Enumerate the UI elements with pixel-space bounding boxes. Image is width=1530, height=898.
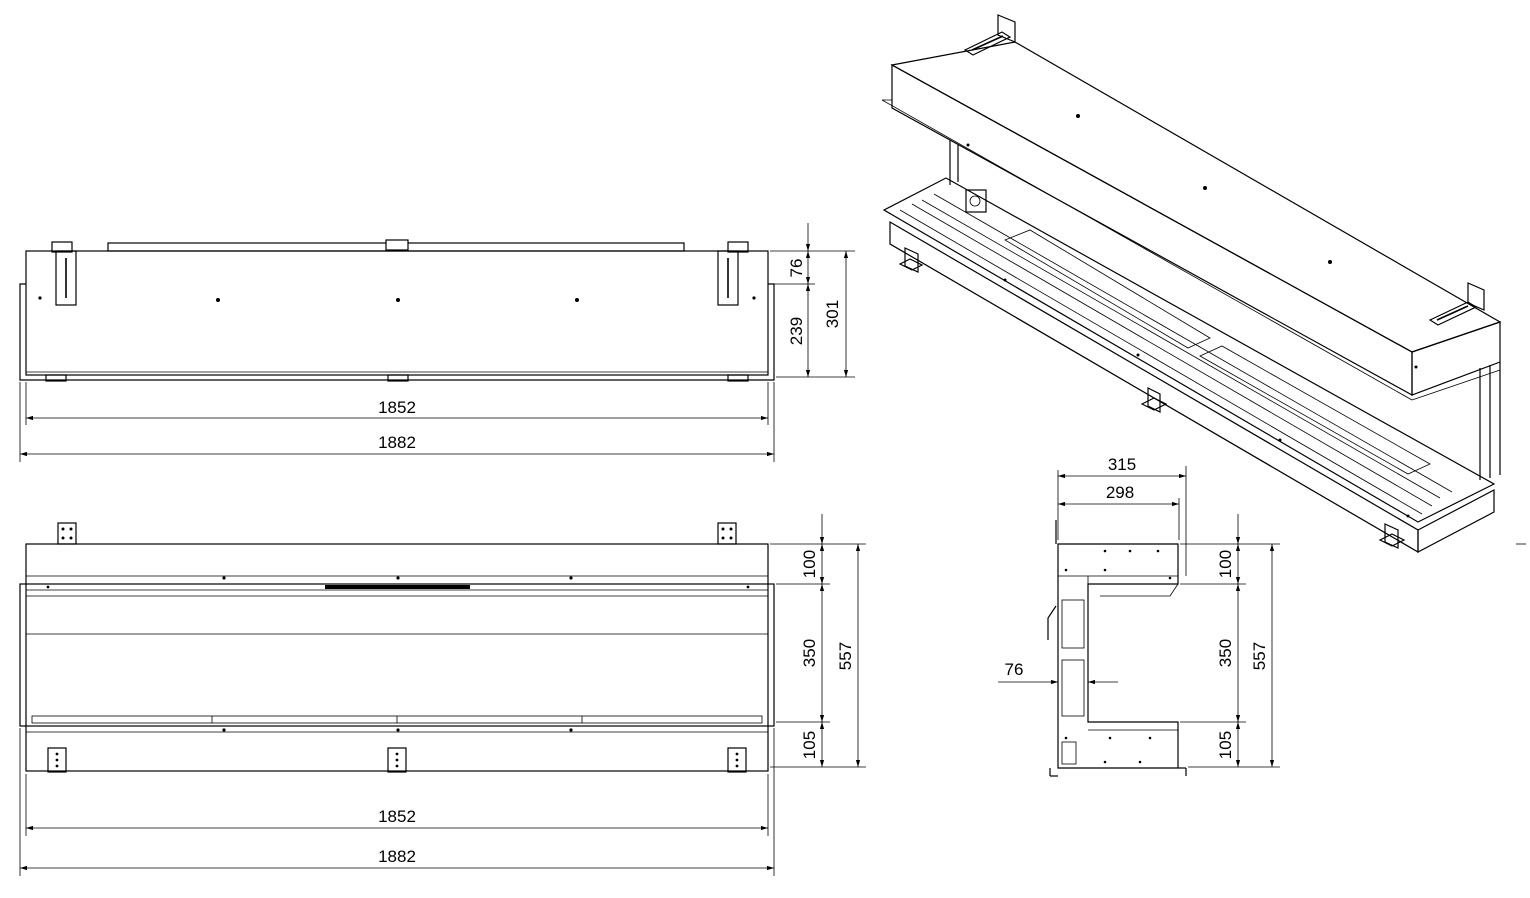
isometric-view: [881, 14, 1526, 554]
side-depth-298-label: 298: [1106, 483, 1134, 502]
top-view: 1852 1882 76 239 301: [19, 223, 855, 462]
top-width-inner-label: 1852: [378, 398, 416, 417]
top-depth-301-label: 301: [823, 300, 842, 328]
front-bottom-105-label: 105: [800, 731, 819, 759]
front-view: 1852 1882 100 350 105 557: [19, 514, 866, 876]
side-top-100-label: 100: [1216, 550, 1235, 578]
top-depth-239-label: 239: [787, 317, 806, 345]
side-height-557-label: 557: [1250, 642, 1269, 670]
front-height-557-label: 557: [836, 642, 855, 670]
top-depth-76-label: 76: [787, 259, 806, 278]
side-offset-76-label: 76: [1005, 660, 1024, 679]
front-width-inner-label: 1852: [378, 807, 416, 826]
front-width-outer-label: 1882: [378, 847, 416, 866]
front-opening-350-label: 350: [800, 639, 819, 667]
side-opening-350-label: 350: [1216, 639, 1235, 667]
front-top-100-label: 100: [800, 550, 819, 578]
top-width-outer-label: 1882: [378, 433, 416, 452]
side-view: 315 298 76 100 350 105 557: [998, 455, 1280, 777]
side-bottom-105-label: 105: [1216, 731, 1235, 759]
side-depth-315-label: 315: [1108, 455, 1136, 474]
